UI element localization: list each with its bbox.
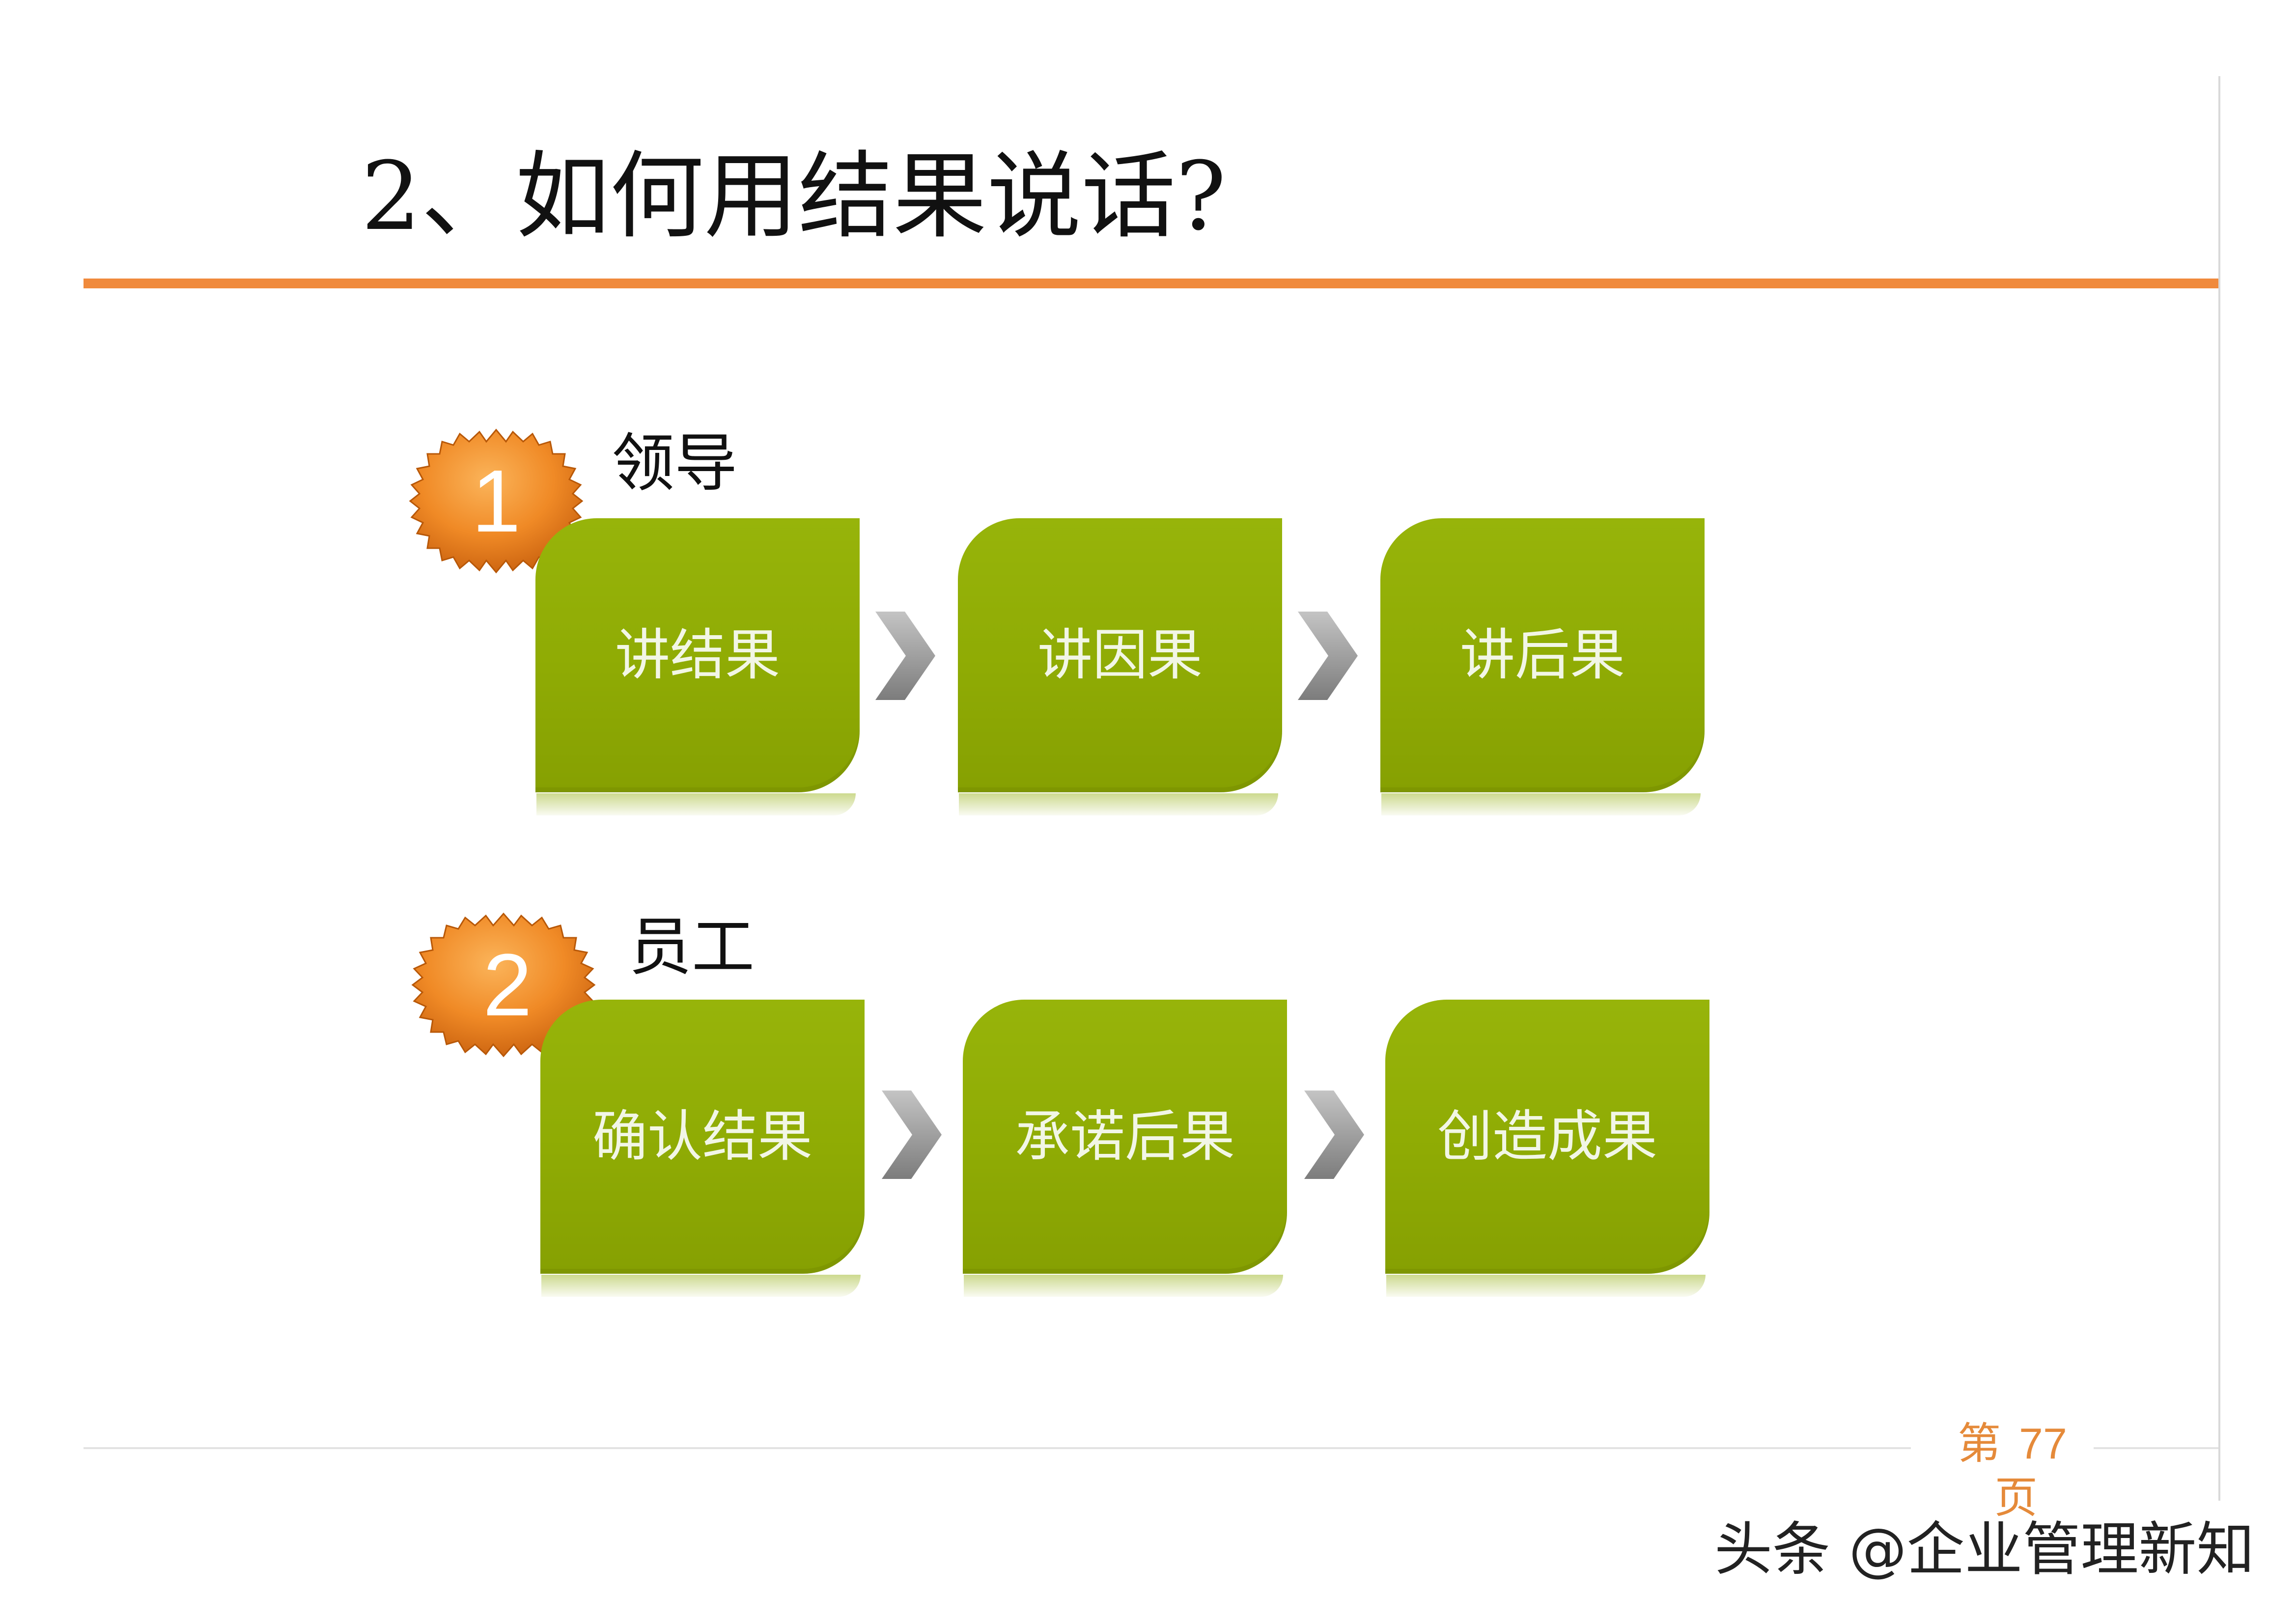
badge-number-2: 2: [483, 936, 532, 1035]
step-box-2-2: 承诺后果: [963, 1000, 1287, 1274]
badge-starburst-2: 2: [411, 912, 596, 1058]
box-reflection: [964, 1275, 1283, 1297]
step-box-2-1: 确认结果: [540, 1000, 865, 1274]
step-label: 创造成果: [1437, 1105, 1657, 1169]
watermark-text: 头条 @企业管理新知: [1714, 1515, 2255, 1583]
page-number-suffix: 页: [1994, 1473, 2038, 1522]
page-number: 77: [2019, 1419, 2067, 1468]
step-box-2-3: 创造成果: [1385, 1000, 1709, 1274]
section-label-leader: 领导: [612, 427, 738, 500]
chevron-right-icon: [1298, 612, 1358, 700]
section-label-employee: 员工: [629, 911, 755, 984]
title-underline: [84, 279, 2220, 288]
badge-number-1: 1: [472, 452, 521, 551]
box-reflection: [1381, 793, 1701, 815]
step-box-1-2: 讲因果: [958, 518, 1282, 792]
slide-title: 2、如何用结果说话?: [361, 142, 1227, 252]
step-label: 承诺后果: [1015, 1105, 1235, 1169]
box-reflection: [536, 793, 856, 815]
box-reflection: [1386, 1275, 1706, 1297]
step-label: 讲后果: [1460, 623, 1625, 687]
chevron-right-icon: [1304, 1091, 1364, 1179]
right-border-line: [2218, 76, 2220, 1501]
footer-divider-right: [2094, 1447, 2218, 1449]
step-label: 讲结果: [615, 623, 780, 687]
chevron-right-icon: [882, 1091, 942, 1179]
badge-starburst-1: 1: [409, 428, 584, 574]
chevron-right-icon: [875, 612, 935, 700]
step-box-1-1: 讲结果: [535, 518, 860, 792]
step-box-1-3: 讲后果: [1380, 518, 1705, 792]
box-reflection: [959, 793, 1278, 815]
step-label: 讲因果: [1037, 623, 1203, 687]
step-label: 确认结果: [592, 1105, 812, 1169]
page-number-prefix: 第: [1958, 1419, 2001, 1468]
box-reflection: [541, 1275, 861, 1297]
footer-divider: [84, 1447, 1911, 1449]
